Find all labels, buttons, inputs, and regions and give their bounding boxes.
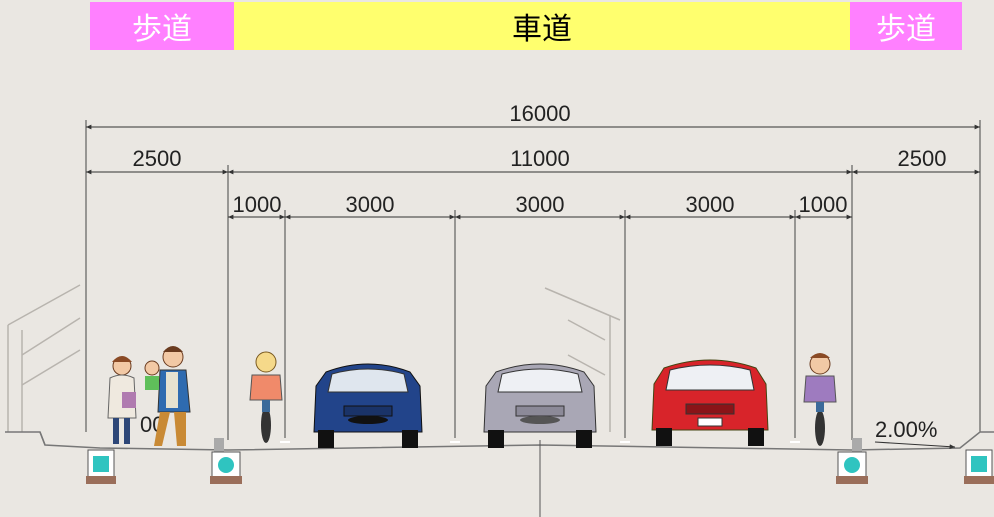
road-surface	[5, 431, 994, 451]
building-right	[544, 287, 621, 432]
slope-right-label: 2.00%	[875, 417, 937, 442]
pedestrian-family	[107, 346, 191, 446]
car-silver	[483, 363, 597, 448]
drain-right-outer	[964, 449, 994, 484]
car-red	[651, 359, 769, 446]
drain-left-outer	[86, 449, 116, 484]
dim-sidewalk-right: 2500	[898, 146, 947, 171]
sidewalk-band-right: 歩道	[850, 2, 962, 50]
dim-lane-2: 3000	[516, 192, 565, 217]
dim-carriageway: 11000	[510, 146, 570, 171]
cyclist-right	[803, 353, 837, 446]
roadway-band: 車道	[234, 2, 850, 50]
sidewalk-label-right: 歩道	[876, 12, 936, 47]
sidewalk-label-left: 歩道	[132, 12, 192, 47]
building-left	[7, 284, 81, 432]
dimension-lines	[86, 124, 980, 220]
drain-right-inner	[836, 438, 868, 484]
dim-sidewalk-left: 2500	[133, 146, 182, 171]
dim-total: 16000	[509, 101, 570, 126]
roadway-label: 車道	[512, 12, 572, 47]
slope-arrow	[874, 441, 956, 450]
cyclist-left	[249, 351, 283, 443]
dim-lane-3: 3000	[686, 192, 735, 217]
dim-bike-left: 1000	[233, 192, 282, 217]
car-blue	[313, 363, 423, 448]
dim-lane-1: 3000	[346, 192, 395, 217]
dim-bike-right: 1000	[799, 192, 848, 217]
sidewalk-band-left: 歩道	[90, 2, 234, 50]
drain-left-inner	[210, 438, 242, 484]
